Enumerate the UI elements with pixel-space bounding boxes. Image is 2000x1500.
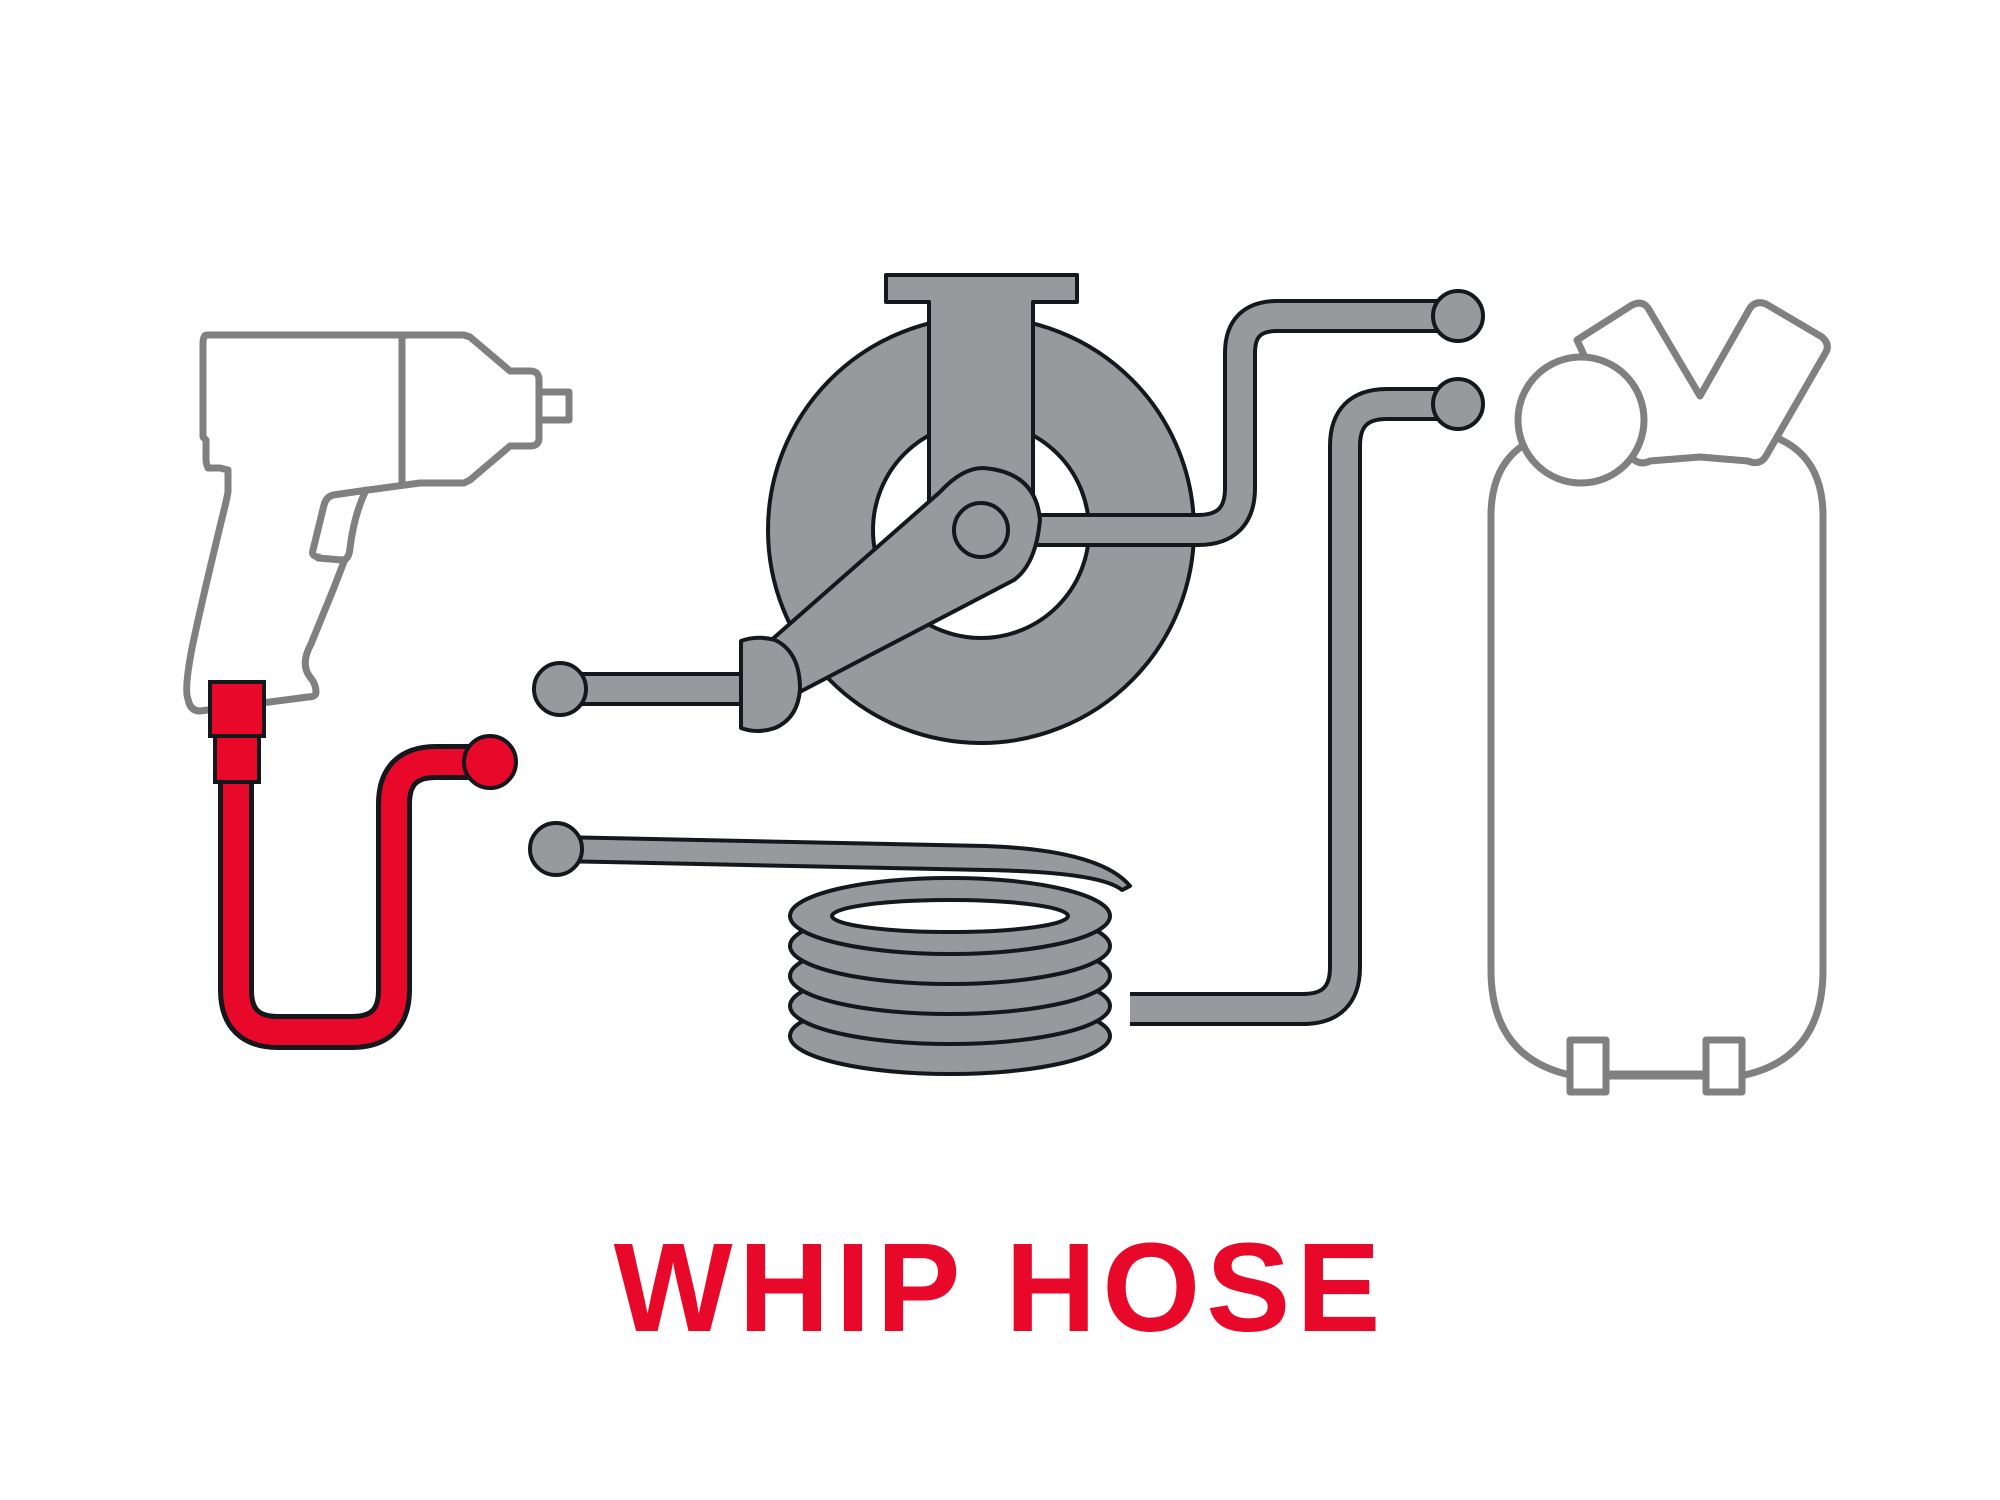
reel-outlet-fitting [1431, 289, 1485, 343]
coil-outlet-hose [554, 835, 1132, 892]
tank-foot-right [1702, 1036, 1746, 1096]
coil-center-opening [830, 898, 1070, 934]
reel-hub-bolt [952, 501, 1010, 559]
reel-inlet-cap [739, 635, 802, 733]
coil-supply-line [1130, 391, 1458, 1022]
hose-reel-icon [532, 273, 1485, 745]
air-compressor-tank-icon [1487, 299, 1831, 1096]
whip-hose-tube [223, 749, 490, 1045]
tank-foot-left [1566, 1036, 1610, 1096]
coiled-air-hose [528, 377, 1485, 1076]
reel-outlet-hose [985, 303, 1458, 543]
whip-hose [208, 680, 518, 1050]
impact-wrench-icon [183, 331, 573, 715]
wrench-body-outline [183, 331, 543, 715]
whip-hose-coupler-lower [213, 734, 261, 784]
reel-inlet-fitting [532, 661, 588, 717]
whip-hose-end-fitting [462, 734, 518, 790]
tank-body [1487, 426, 1827, 1080]
coil-outlet-fitting [528, 821, 584, 877]
wrench-trigger [314, 486, 370, 564]
whip-hose-tube-outline [218, 744, 490, 1050]
tank-pressure-gauge [1514, 353, 1648, 487]
whip-hose-coupler-upper [208, 680, 266, 738]
diagram-caption: WHIP HOSE [613, 1217, 1387, 1358]
wrench-anvil [535, 388, 573, 424]
coil-supply-fitting [1431, 377, 1485, 431]
reel-inlet-pipe [560, 672, 744, 706]
